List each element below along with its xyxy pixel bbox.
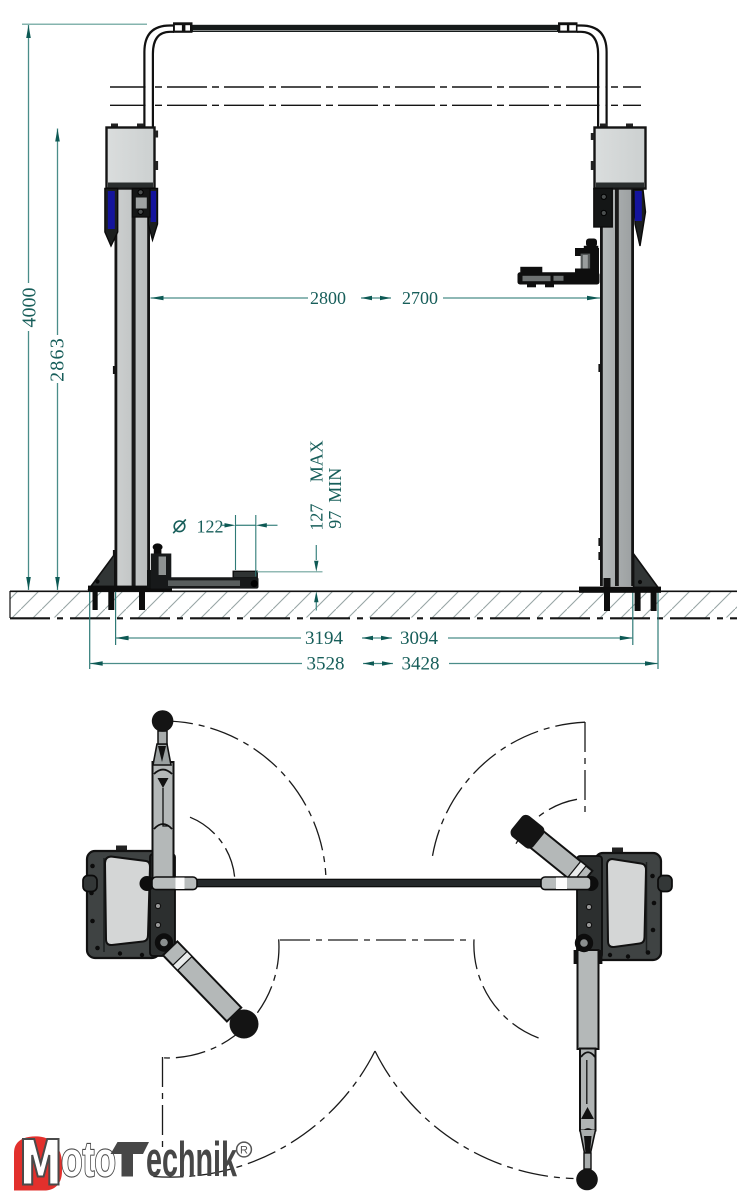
svg-text:MIN: MIN: [325, 468, 345, 503]
svg-text:3194: 3194: [305, 628, 344, 649]
svg-text:3094: 3094: [400, 628, 439, 649]
svg-text:4000: 4000: [19, 288, 41, 328]
svg-text:echnik: echnik: [146, 1133, 237, 1187]
svg-text:R: R: [240, 1145, 248, 1157]
svg-text:122: 122: [197, 516, 224, 536]
svg-text:127: 127: [307, 504, 327, 531]
svg-text:3428: 3428: [402, 654, 440, 675]
svg-text:2700: 2700: [402, 288, 438, 308]
svg-text:MAX: MAX: [307, 440, 327, 482]
svg-text:2863: 2863: [47, 337, 69, 382]
svg-text:3528: 3528: [307, 654, 345, 675]
svg-text:oto: oto: [61, 1133, 116, 1187]
svg-text:97: 97: [325, 511, 345, 529]
svg-text:2800: 2800: [310, 288, 346, 308]
